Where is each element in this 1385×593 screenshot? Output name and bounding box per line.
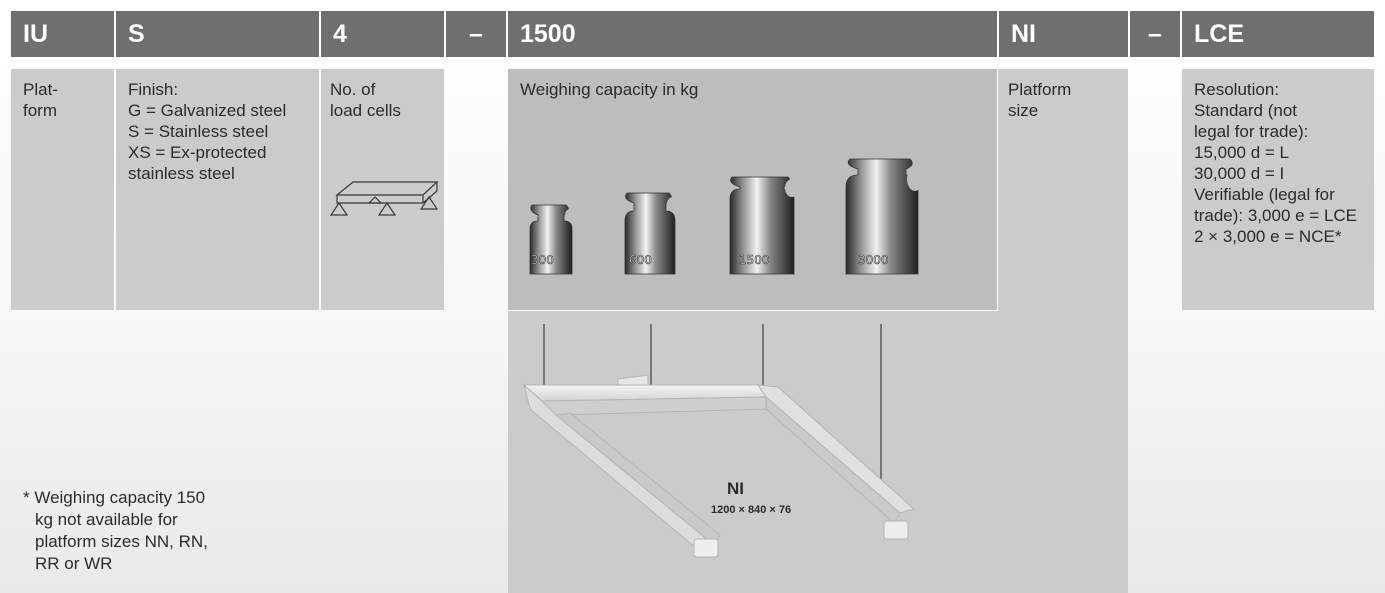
platform-line: Plat- bbox=[23, 80, 58, 99]
load-cell-platform-icon bbox=[329, 181, 439, 216]
weight-label-1500: 1500 bbox=[739, 253, 770, 267]
load-cells-cell: No. of load cells bbox=[321, 69, 444, 310]
platform-size-line: Platform bbox=[1008, 80, 1072, 99]
finish-title: Finish: bbox=[128, 80, 179, 99]
platform-cell: Plat- form bbox=[11, 69, 114, 310]
resolution-line: Resolution: bbox=[1194, 80, 1280, 99]
finish-option: S = Stainless steel bbox=[128, 122, 269, 141]
footnote-line: kg not available for bbox=[35, 510, 178, 529]
resolution-line: Verifiable (legal for bbox=[1194, 185, 1335, 204]
platform-size-line: size bbox=[1008, 101, 1039, 120]
footnote-line: * Weighing capacity 150 bbox=[23, 488, 206, 507]
resolution-line: trade): 3,000 e = LCE bbox=[1194, 206, 1358, 225]
weight-3000-icon bbox=[845, 158, 923, 275]
finish-cell: Finish: G = Galvanized steel S = Stainle… bbox=[116, 69, 319, 310]
frame-dimensions-label: 1200 × 840 × 76 bbox=[711, 504, 792, 516]
footnote-line: platform sizes NN, RN, bbox=[35, 532, 208, 551]
code-finish: S bbox=[116, 11, 319, 57]
footnote-line: RR or WR bbox=[35, 554, 113, 573]
code-capacity: 1500 bbox=[508, 11, 997, 57]
weights-and-frame-illustration: 300 600 1500 3000 bbox=[522, 158, 923, 558]
resolution-line: legal for trade): bbox=[1194, 122, 1309, 141]
capacity-label: Weighing capacity in kg bbox=[520, 80, 699, 99]
weight-1500-icon bbox=[729, 176, 799, 275]
weight-label-3000: 3000 bbox=[858, 253, 889, 267]
separator-dash-1: – bbox=[446, 11, 506, 57]
code-platform: IU bbox=[11, 11, 114, 57]
platform-frame-illustration bbox=[522, 374, 916, 558]
load-cells-line: load cells bbox=[330, 101, 401, 120]
footnote: * Weighing capacity 150 kg not available… bbox=[23, 487, 208, 575]
code-platform-size: NI bbox=[999, 11, 1128, 57]
finish-option: G = Galvanized steel bbox=[128, 101, 287, 120]
frame-name-label: NI bbox=[727, 479, 744, 498]
finish-option: XS = Ex-protected bbox=[128, 143, 267, 162]
platform-size-cell: Platform size bbox=[999, 69, 1128, 310]
resolution-line: 15,000 d = L bbox=[1194, 143, 1290, 162]
load-arrows bbox=[539, 324, 886, 507]
finish-option: stainless steel bbox=[128, 164, 235, 183]
code-resolution: LCE bbox=[1182, 11, 1374, 57]
resolution-line: 2 × 3,000 e = NCE* bbox=[1194, 227, 1342, 246]
resolution-line: 30,000 d = I bbox=[1194, 164, 1285, 183]
weight-600-icon bbox=[624, 192, 679, 275]
weight-label-600: 600 bbox=[629, 253, 652, 267]
load-cells-line: No. of bbox=[330, 80, 376, 99]
resolution-line: Standard (not bbox=[1194, 101, 1298, 120]
resolution-cell: Resolution: Standard (not legal for trad… bbox=[1182, 69, 1374, 310]
separator-dash-2: – bbox=[1130, 11, 1180, 57]
weight-label-300: 300 bbox=[531, 253, 554, 267]
weight-300-icon bbox=[529, 204, 575, 275]
platform-line: form bbox=[23, 101, 57, 120]
code-load-cells: 4 bbox=[321, 11, 444, 57]
